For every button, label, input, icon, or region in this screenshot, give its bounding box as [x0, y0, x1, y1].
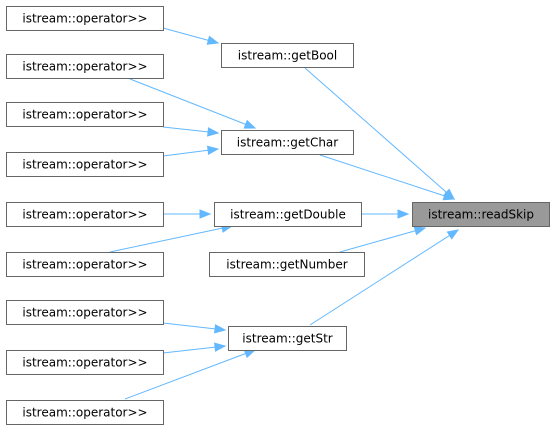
- edge-line: [124, 353, 246, 400]
- edge-getChar-to-readSkip: [319, 154, 456, 201]
- node-op4[interactable]: istream::operator>>: [6, 152, 164, 177]
- edge-getDouble-to-readSkip: [361, 209, 410, 219]
- arrowhead: [413, 226, 427, 236]
- node-readSkip[interactable]: istream::readSkip: [412, 202, 550, 227]
- node-op6[interactable]: istream::operator>>: [6, 252, 164, 277]
- edge-op4-to-getChar: [162, 145, 220, 157]
- node-label: istream::operator>>: [22, 12, 147, 26]
- edge-line: [162, 149, 209, 157]
- edge-op8-to-getStr: [162, 342, 227, 354]
- node-label: istream::getStr: [242, 332, 333, 346]
- node-getBool[interactable]: istream::getBool: [221, 43, 354, 68]
- arrowhead: [442, 191, 456, 201]
- node-label: istream::readSkip: [428, 208, 534, 222]
- node-box: [209, 252, 365, 277]
- node-op5[interactable]: istream::operator>>: [6, 202, 164, 227]
- node-box: [412, 202, 550, 227]
- edge-line: [339, 230, 416, 253]
- node-label: istream::operator>>: [22, 108, 147, 122]
- node-getNumber[interactable]: istream::getNumber: [209, 252, 365, 277]
- edge-getNumber-to-readSkip: [339, 226, 427, 253]
- node-label: istream::operator>>: [22, 406, 147, 420]
- node-op2[interactable]: istream::operator>>: [6, 54, 164, 79]
- edge-line: [162, 27, 209, 41]
- nodes: istream::readSkipistream::getBoolistream…: [6, 6, 550, 425]
- arrowhead: [214, 342, 227, 352]
- arrowhead: [243, 119, 257, 129]
- node-box: [221, 130, 354, 155]
- node-op1[interactable]: istream::operator>>: [6, 6, 164, 31]
- node-label: istream::getChar: [237, 136, 339, 150]
- node-getDouble[interactable]: istream::getDouble: [214, 202, 362, 227]
- arrowhead: [397, 209, 410, 219]
- edge-op3-to-getChar: [162, 126, 220, 137]
- edge-op7-to-getStr: [162, 322, 227, 334]
- node-label: istream::operator>>: [22, 208, 147, 222]
- edge-op1-to-getBool: [162, 27, 220, 45]
- edge-op5-to-getDouble: [163, 209, 212, 219]
- arrowhead: [199, 209, 212, 219]
- node-op3[interactable]: istream::operator>>: [6, 102, 164, 127]
- node-op8[interactable]: istream::operator>>: [6, 350, 164, 375]
- edge-line: [129, 78, 246, 125]
- node-box: [6, 54, 164, 79]
- edge-line: [162, 346, 216, 354]
- node-box: [6, 102, 164, 127]
- node-box: [6, 252, 164, 277]
- node-box: [6, 6, 164, 31]
- node-box: [6, 202, 164, 227]
- edge-line: [304, 67, 447, 193]
- node-getChar[interactable]: istream::getChar: [221, 130, 354, 155]
- node-box: [228, 326, 347, 351]
- arrowhead: [206, 145, 220, 156]
- node-label: istream::operator>>: [22, 60, 147, 74]
- node-getStr[interactable]: istream::getStr: [228, 326, 347, 351]
- edge-getStr-to-readSkip: [309, 229, 460, 326]
- node-op7[interactable]: istream::operator>>: [6, 300, 164, 325]
- node-box: [214, 202, 362, 227]
- node-box: [6, 350, 164, 375]
- edge-line: [309, 234, 450, 326]
- arrowhead: [207, 127, 220, 137]
- node-label: istream::operator>>: [22, 356, 147, 370]
- node-label: istream::getBool: [238, 49, 337, 63]
- edge-op6-to-getDouble: [109, 223, 234, 253]
- edge-line: [162, 126, 209, 133]
- node-label: istream::operator>>: [22, 306, 147, 320]
- node-box: [6, 400, 164, 425]
- edge-line: [319, 154, 445, 197]
- edge-op2-to-getChar: [129, 78, 257, 129]
- edge-line: [109, 227, 223, 253]
- node-box: [6, 152, 164, 177]
- node-box: [6, 300, 164, 325]
- arrowhead: [446, 229, 460, 240]
- node-label: istream::operator>>: [22, 258, 147, 272]
- node-label: istream::operator>>: [22, 158, 147, 172]
- arrowhead: [206, 35, 220, 45]
- edges: [109, 27, 460, 400]
- node-label: istream::getDouble: [230, 208, 346, 222]
- edge-line: [162, 322, 216, 330]
- node-label: istream::getNumber: [226, 258, 347, 272]
- node-op9[interactable]: istream::operator>>: [6, 400, 164, 425]
- arrowhead: [214, 324, 227, 334]
- node-box: [221, 43, 354, 68]
